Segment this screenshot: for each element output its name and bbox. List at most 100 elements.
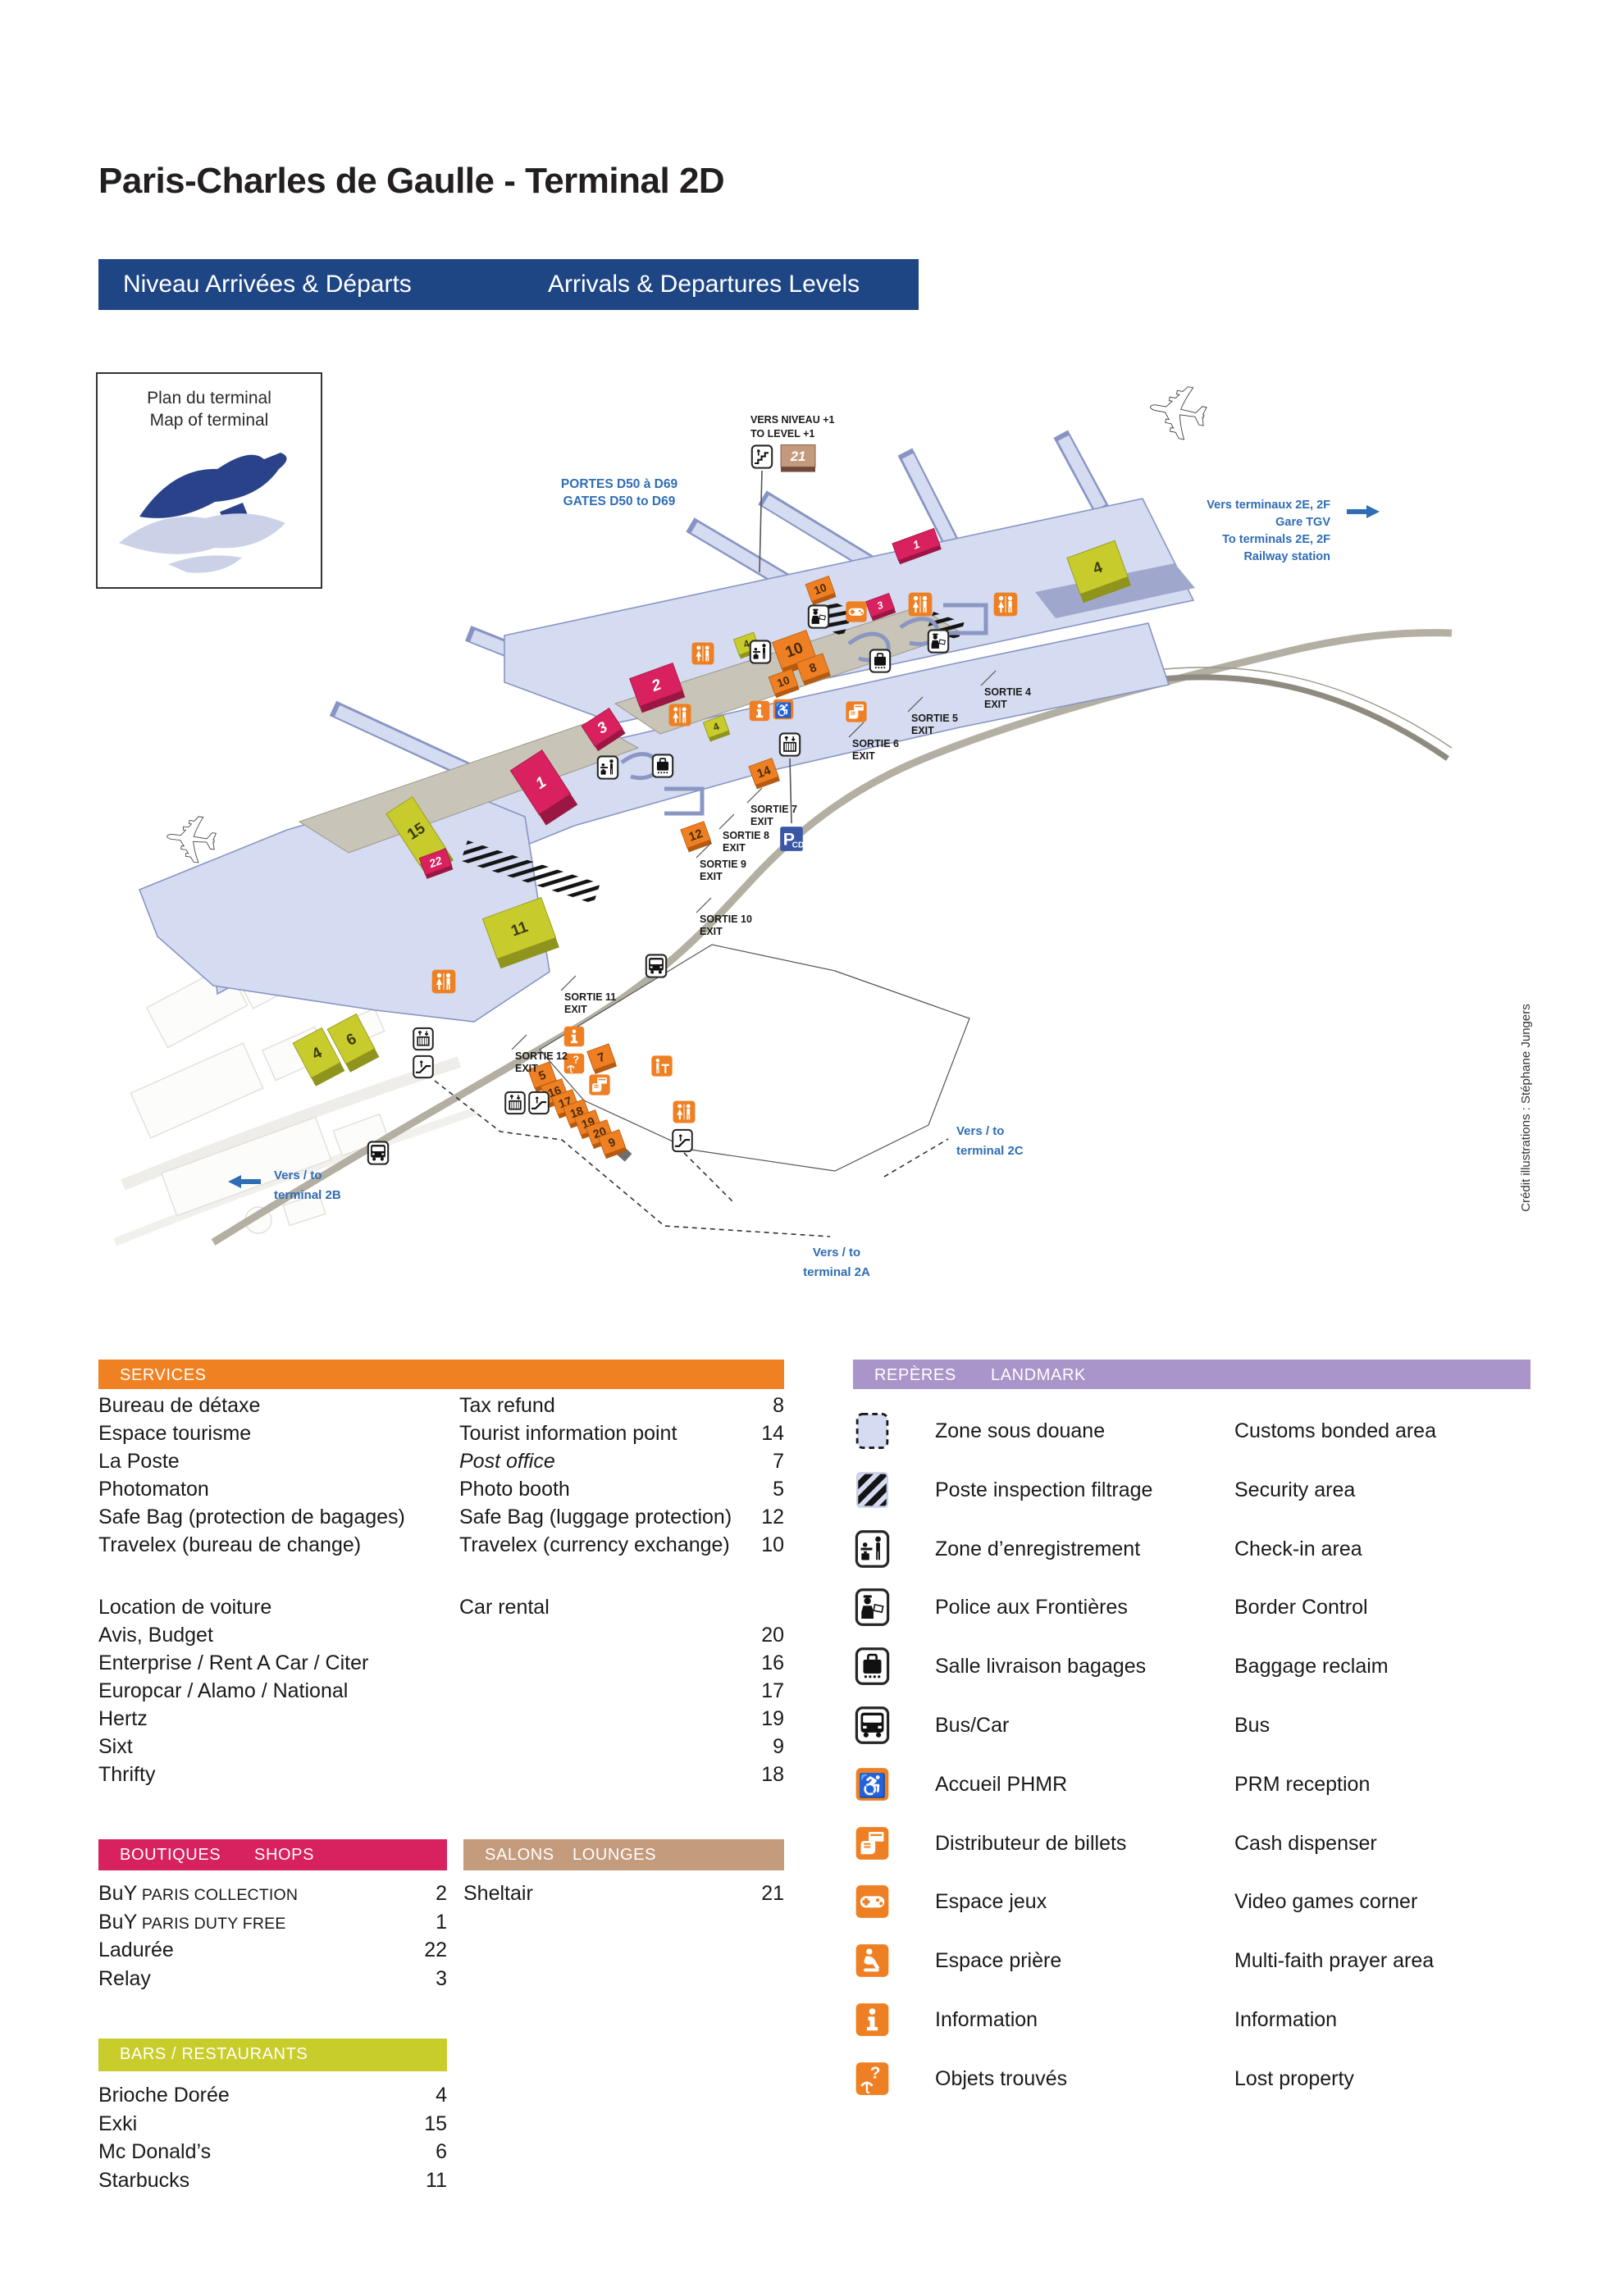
service-map-number: 18 (761, 1763, 784, 1786)
banner-label-en: Arrivals & Departures Levels (548, 271, 860, 298)
exit-exit-text: EXIT (911, 725, 934, 736)
prm-icon-glyph (856, 1768, 889, 1801)
to-2a-line1: Vers / to (813, 1246, 860, 1260)
landmark-label-en: PRM reception (1234, 1772, 1371, 1796)
lost-icon (853, 2057, 892, 2100)
to-2ef-line2: Gare TGV (1275, 516, 1330, 529)
map-box-9: 9 (597, 1129, 627, 1159)
map-box-22: 22 (418, 848, 454, 879)
baggage-icon-glyph (856, 1649, 887, 1684)
service-label-fr: Safe Bag (protection de bagages) (98, 1506, 405, 1528)
page-title: Paris-Charles de Gaulle - Terminal 2D (98, 161, 725, 201)
map-police-icon (807, 604, 830, 629)
map-toilets-icon (908, 592, 933, 617)
map-box-21: 21 (780, 444, 816, 472)
map-escalator-icon (413, 1055, 434, 1079)
service-label-en: Safe Bag (luggage protection) (459, 1506, 732, 1528)
map-cash-icon (845, 700, 868, 723)
landmark-header: REPÈRES LANDMARK (853, 1360, 1530, 1389)
prm-icon (853, 1763, 892, 1806)
landmark-label-fr: Poste inspection filtrage (935, 1478, 1153, 1501)
arrow-right-icon (1347, 505, 1380, 518)
map-box-number: 14 (755, 764, 773, 781)
map-cash-icon (588, 1073, 611, 1096)
info-icon (853, 1998, 892, 2041)
map-checkin-icon (749, 640, 772, 664)
map-parking-icon (780, 827, 805, 851)
map-elevator-icon (778, 732, 801, 757)
to-2ef-line1: Vers terminaux 2E, 2F (1207, 499, 1330, 512)
map-box-number: 10 (775, 674, 791, 690)
service-label-fr: La Poste (98, 1450, 180, 1473)
to-level-fr: VERS NIVEAU +1 (750, 414, 835, 426)
venue-name: Exki (98, 2112, 138, 2135)
service-map-number: 16 (761, 1651, 784, 1674)
inset-terminal-2d (139, 453, 287, 518)
service-label-fr: Thrifty (98, 1763, 156, 1786)
to-terminal-2a-label: Vers / to terminal 2A (803, 1246, 870, 1279)
venue-name: Starbucks (98, 2168, 190, 2192)
landmark-label-fr: Bus/Car (935, 1714, 1010, 1737)
service-map-number: 5 (773, 1478, 784, 1501)
to-terminal-2b-label: Vers / to terminal 2B (274, 1168, 341, 1202)
landmark-label-fr: Zone d’enregistrement (935, 1537, 1141, 1560)
map-escalator-icon (528, 1091, 550, 1115)
map-stairs-icon (750, 444, 773, 469)
service-label-fr: Espace tourisme (98, 1422, 252, 1445)
exit-exit-text: EXIT (700, 926, 723, 937)
map-box-6: 6 (326, 1013, 380, 1073)
map-bus-icon (367, 1141, 390, 1165)
map-police-icon (927, 629, 950, 654)
to-terminals-2ef-label: Vers terminaux 2E, 2F Gare TGV To termin… (1207, 499, 1330, 563)
exit-sortie-text: SORTIE 7 (750, 804, 797, 815)
lost-icon-glyph (856, 2062, 889, 2095)
service-label-fr: Photomaton (98, 1478, 209, 1501)
map-box-number: 12 (687, 827, 705, 845)
venue-map-number: 22 (424, 1938, 447, 1961)
venue-name: BuY (98, 1910, 138, 1934)
venue-map-number: 4 (436, 2084, 447, 2107)
legend-row: Sixt 9 (98, 1735, 784, 1759)
map-toilets-icon (673, 1100, 696, 1123)
checkin-icon-glyph (856, 1531, 887, 1566)
landmark-label-fr: Zone sous douane (935, 1419, 1106, 1442)
legend-row: Safe Bag (protection de bagages) Safe Bag… (98, 1506, 784, 1529)
service-map-number: 14 (761, 1422, 784, 1445)
zone-icon (853, 1410, 892, 1452)
services-header-label: SERVICES (120, 1366, 207, 1384)
prayer-icon-glyph (856, 1944, 889, 1977)
airplane-icon: ✈ (1138, 367, 1216, 462)
venue-name-caps: PARIS DUTY FREE (137, 1914, 286, 1933)
map-box-7: 7 (586, 1043, 618, 1074)
landmark-label-en: Lost property (1234, 2066, 1354, 2090)
service-map-number: 9 (773, 1735, 784, 1758)
map-box-1: 1 (509, 749, 578, 826)
service-map-number: 19 (761, 1707, 784, 1730)
police-icon (853, 1586, 892, 1629)
exit-exit-text: EXIT (700, 871, 723, 882)
airplane-icon: ✈ (159, 800, 223, 880)
service-label-fr: Enterprise / Rent A Car / Citer (98, 1651, 369, 1674)
landmark-label-en: Bus (1234, 1714, 1270, 1737)
gates-label: PORTES D50 à D69 GATES D50 to D69 (561, 477, 678, 508)
map-box-10: 10 (805, 576, 837, 606)
banner-label-fr: Niveau Arrivées & Départs (123, 271, 412, 298)
police-icon-glyph (856, 1590, 887, 1625)
exit-sortie-text: SORTIE 8 (723, 830, 769, 841)
exit-exit-text: EXIT (564, 1004, 587, 1015)
map-box-number: 4 (742, 638, 751, 651)
service-label-en: Car rental (459, 1596, 550, 1619)
bus-icon (853, 1704, 892, 1747)
venue-name: Brioche Dorée (98, 2084, 230, 2107)
legend-row: Brioche Dorée 4 (98, 2084, 447, 2107)
service-label-fr: Sixt (98, 1735, 133, 1758)
map-box-4: 4 (702, 714, 731, 742)
